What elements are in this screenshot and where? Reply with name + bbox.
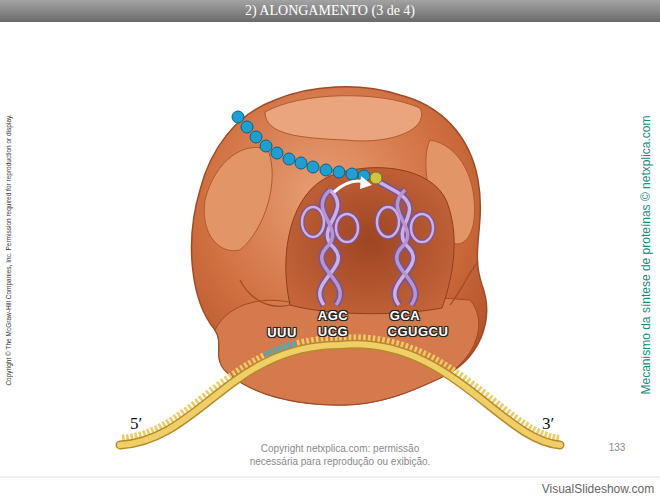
- lobe-fold: [240, 280, 290, 306]
- mrna-backbone: [120, 344, 560, 445]
- amino-acid: [241, 121, 253, 133]
- ribosome: [192, 87, 487, 405]
- amino-acid: [271, 147, 283, 159]
- trna: [302, 190, 358, 305]
- arrow-head: [360, 176, 372, 189]
- copyright-note: Copyright © The McGraw-Hill Companies, I…: [5, 114, 12, 385]
- amino-acid: [307, 161, 319, 173]
- amino-acid: [232, 111, 244, 123]
- amino-acid: [333, 166, 345, 178]
- transfer-arrow: [334, 176, 372, 192]
- amino-acid: [283, 153, 295, 165]
- copyright-footer: Copyright netxplica.com: permissão neces…: [240, 442, 440, 468]
- codon: UCG: [318, 324, 348, 339]
- slide-number: 133: [609, 442, 626, 453]
- mrna-backbone-highlight: [120, 344, 560, 445]
- ribosome-body: [192, 87, 487, 405]
- amino-acid: [260, 140, 272, 152]
- arrow-shaft: [334, 181, 364, 192]
- watermark: Mecanismo da síntese de proteínas © netx…: [639, 116, 653, 395]
- slide-title: 2) ALONGAMENTO (3 de 4): [0, 0, 660, 22]
- mrna: [120, 334, 560, 445]
- amino-acid: [320, 164, 332, 176]
- anticodon: AGC: [318, 308, 348, 323]
- codon: UUU: [267, 325, 297, 340]
- codon: CGUGCU: [388, 324, 449, 339]
- footer-rule: [0, 477, 660, 478]
- new-amino-acid: [370, 172, 382, 184]
- amino-acid: [346, 168, 358, 180]
- ribosome-lobe: [265, 96, 422, 141]
- lobe-fold: [450, 262, 478, 305]
- strand-end: 5′: [130, 414, 142, 434]
- mrna-bases: [123, 334, 558, 444]
- strand-end: 3′: [542, 414, 554, 434]
- ribosome-lobe: [204, 147, 272, 250]
- site-mark: VisualSlideshow.com: [542, 482, 655, 496]
- trna-cavity: [286, 168, 454, 314]
- trna-group: [302, 182, 433, 305]
- polypeptide-chain: [232, 111, 382, 184]
- small-subunit: [215, 298, 479, 405]
- amino-acid: [295, 157, 307, 169]
- anticodon: GCA: [390, 308, 420, 323]
- trna: [377, 182, 433, 305]
- amino-acid: [250, 131, 262, 143]
